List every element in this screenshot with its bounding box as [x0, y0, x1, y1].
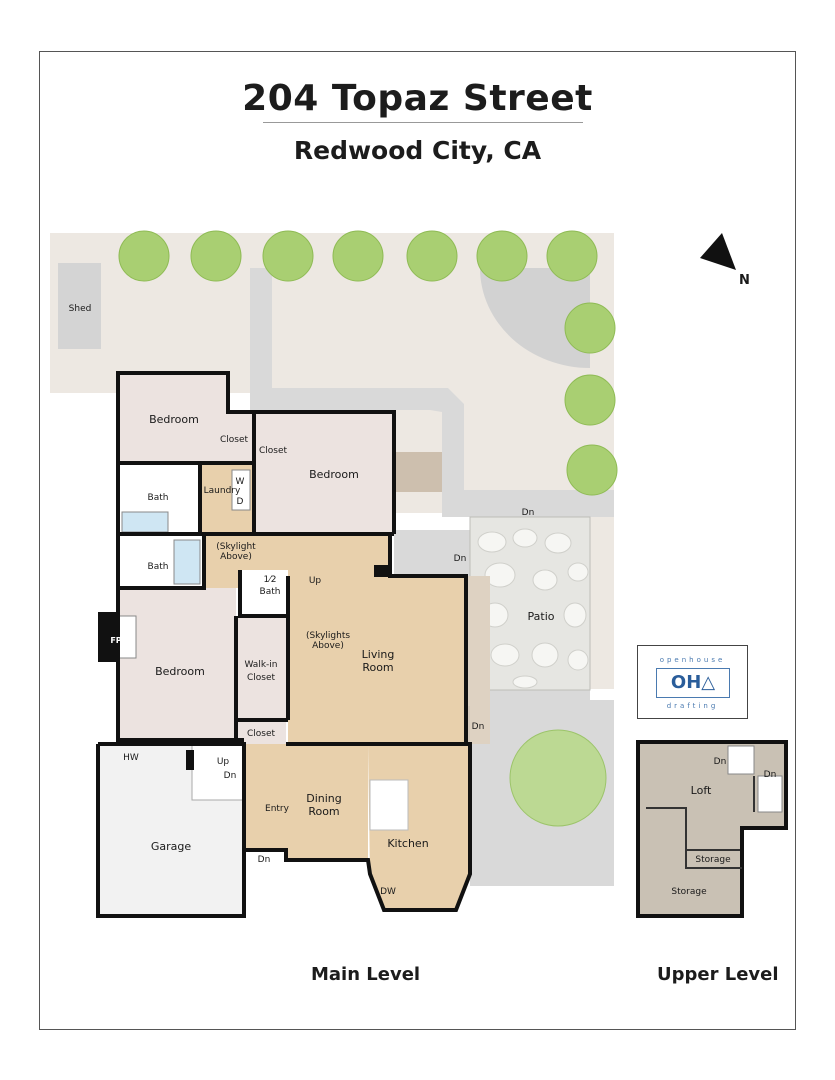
stair-living-dn: Dn: [472, 722, 485, 732]
label-living-1: Living: [362, 648, 395, 661]
label-living-2: Room: [362, 661, 393, 674]
label-fireplace: FP: [110, 636, 121, 645]
label-storage-1: Storage: [695, 855, 731, 865]
bedroom-1-floor: [118, 373, 228, 463]
logo-top-text: openhouse: [659, 656, 726, 664]
label-skylights-1: (Skylights: [306, 631, 350, 641]
label-walkin-1: Walk-in: [244, 660, 277, 670]
label-half-bath-fraction: 1⁄2: [264, 575, 277, 585]
north-label: N: [739, 273, 750, 288]
upper-walls: [646, 776, 755, 869]
label-dining-2: Room: [308, 805, 339, 818]
label-closet-1: Closet: [220, 435, 249, 445]
main-level-label: Main Level: [311, 964, 421, 985]
kitchen-island: [369, 779, 409, 831]
label-skylight-hall-1: (Skylight: [216, 542, 256, 552]
label-dryer: D: [237, 497, 244, 507]
half-bath-floor: [240, 570, 288, 616]
address-title: 204 Topaz Street: [242, 78, 593, 119]
upper-level-label: Upper Level: [657, 964, 779, 985]
driveway-turnaround: [480, 268, 590, 368]
label-dishwasher: DW: [380, 887, 396, 897]
label-bath-1: Bath: [148, 493, 169, 503]
label-shed: Shed: [69, 304, 92, 314]
title-underline: [263, 122, 583, 123]
front-steps: [396, 452, 442, 492]
label-loft: Loft: [691, 784, 712, 797]
label-walkin-2: Closet: [247, 673, 276, 683]
upper-stair-dn-1: Dn: [714, 757, 727, 767]
closet-3-floor: [236, 720, 286, 744]
city-subtitle: Redwood City, CA: [293, 136, 542, 165]
company-logo: openhouse OH△ drafting: [637, 645, 748, 719]
walls: [96, 371, 472, 918]
bathtub: [121, 511, 169, 533]
label-bedroom-3: Bedroom: [155, 665, 205, 678]
shower: [173, 539, 201, 585]
north-arrow-icon: [700, 233, 736, 270]
washer-dryer: [231, 469, 251, 511]
upper-stairs-2: [757, 775, 783, 813]
upper-stairs-1: [727, 745, 755, 775]
east-yard: [590, 513, 614, 689]
chimney-block: [374, 565, 388, 577]
label-closet-2: Closet: [259, 446, 288, 456]
page-frame: [39, 51, 796, 1030]
label-entry: Entry: [265, 804, 290, 814]
bedroom-3-floor: [118, 588, 236, 740]
fireplace: [98, 612, 118, 662]
label-water-heater: HW: [123, 753, 139, 763]
walkin-closet-floor: [236, 616, 286, 720]
side-walk: [394, 530, 474, 576]
logo-mark-icon: OH△: [656, 668, 730, 698]
garage-post: [186, 750, 194, 770]
label-bedroom-1: Bedroom: [149, 413, 199, 426]
label-laundry: Laundry: [204, 486, 241, 496]
label-closet-3: Closet: [247, 729, 276, 739]
stair-garage-dn: Dn: [224, 771, 237, 781]
patio-steps: [468, 576, 490, 744]
stair-garage-up: Up: [217, 757, 230, 767]
bedroom-2-floor: [254, 412, 394, 534]
stair-entry-dn: Dn: [258, 855, 271, 865]
stair-patio-dn-left: Dn: [454, 554, 467, 564]
label-bedroom-2: Bedroom: [309, 468, 359, 481]
label-skylight-hall-2: Above): [220, 552, 252, 562]
label-kitchen: Kitchen: [387, 837, 428, 850]
upper-level-floor: [636, 740, 788, 918]
upper-stair-dn-2: Dn: [764, 770, 777, 780]
living-room-floor: [288, 576, 466, 746]
label-bath-2: Bath: [148, 562, 169, 572]
shed: [58, 263, 101, 349]
closet-1-floor: [228, 412, 254, 462]
tree-row: [118, 230, 618, 827]
label-storage-2: Storage: [671, 887, 707, 897]
label-skylights-2: Above): [312, 641, 344, 651]
entry-floor: [244, 744, 286, 850]
label-dining-1: Dining: [306, 792, 342, 805]
label-half-bath: Bath: [260, 587, 281, 597]
stair-patio-dn-top: Dn: [522, 508, 535, 518]
label-patio: Patio: [528, 610, 555, 623]
patio-stones: [477, 528, 589, 689]
garage-stairs: [191, 743, 245, 801]
stair-hall-up: Up: [309, 576, 322, 586]
dining-floor: [286, 744, 368, 860]
label-garage: Garage: [151, 840, 192, 853]
label-washer: W: [236, 477, 245, 487]
logo-bottom-text: drafting: [666, 702, 719, 710]
driveway: [250, 268, 614, 517]
